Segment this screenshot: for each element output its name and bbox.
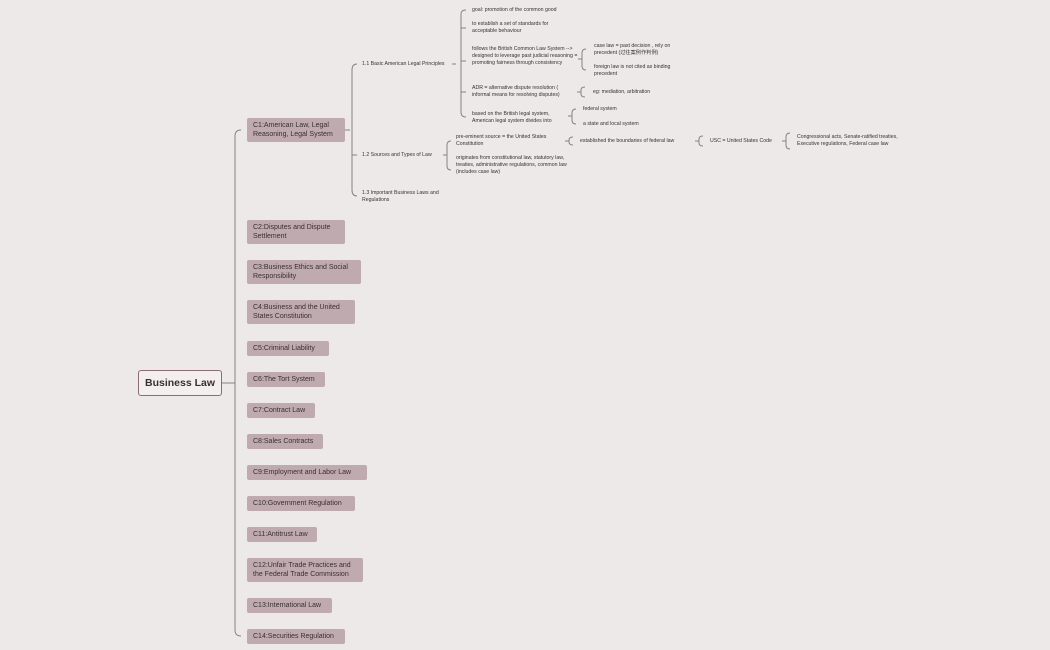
node-state[interactable]: a state and local system xyxy=(583,121,639,127)
subtopic-1-1[interactable]: 1.1 Basic American Legal Principles xyxy=(362,61,445,67)
node-federal[interactable]: federal system xyxy=(583,106,617,112)
node-usc-items[interactable]: Congressional acts, Senate-ratified trea… xyxy=(797,134,898,147)
chapter-c9[interactable]: C9:Employment and Labor Law xyxy=(247,465,367,480)
chapter-label: C12:Unfair Trade Practices and the Feder… xyxy=(253,561,351,579)
chapter-label: C13:International Law xyxy=(253,601,322,609)
node-common-law[interactable]: follows the British Common Law System --… xyxy=(472,46,578,66)
node-usc[interactable]: USC = United States Code xyxy=(710,138,772,144)
node-established[interactable]: established the boundaries of federal la… xyxy=(580,138,675,144)
chapter-c2[interactable]: C2:Disputes and Dispute Settlement xyxy=(247,220,345,244)
node-originates[interactable]: originates from constitutional law, stat… xyxy=(456,155,567,175)
chapter-label: C3:Business Ethics and Social Responsibi… xyxy=(253,263,348,281)
chapter-c10[interactable]: C10:Government Regulation xyxy=(247,496,355,511)
chapter-c4[interactable]: C4:Business and the United States Consti… xyxy=(247,300,355,324)
chapter-label: C11:Antitrust Law xyxy=(253,530,308,538)
chapter-label: C2:Disputes and Dispute Settlement xyxy=(253,223,331,241)
chapter-c7[interactable]: C7:Contract Law xyxy=(247,403,315,418)
chapter-label: C8:Sales Contracts xyxy=(253,437,314,445)
node-adr-eg[interactable]: eg: mediation, arbitration xyxy=(593,89,651,95)
node-goal[interactable]: goal: promotion of the common good xyxy=(472,7,557,13)
chapter-c1[interactable]: C1:American Law, Legal Reasoning, Legal … xyxy=(247,118,345,142)
node-foreign-law[interactable]: foreign law is not cited as binding prec… xyxy=(594,64,671,77)
node-case-law[interactable]: case law = past decision , rely on prece… xyxy=(594,43,671,56)
chapter-c8[interactable]: C8:Sales Contracts xyxy=(247,434,323,449)
chapter-c14[interactable]: C14:Securities Regulation xyxy=(247,629,345,644)
node-adr[interactable]: ADR = alternative dispute resolution ( i… xyxy=(472,85,560,98)
chapter-c12[interactable]: C12:Unfair Trade Practices and the Feder… xyxy=(247,558,363,582)
chapter-label: C5:Criminal Liability xyxy=(253,344,315,352)
chapter-label: C14:Securities Regulation xyxy=(253,632,334,640)
chapter-label: C9:Employment and Labor Law xyxy=(253,468,352,476)
subtopic-1-3[interactable]: 1.3 Important Business Laws and Regulati… xyxy=(362,190,439,203)
chapter-label: C6:The Tort System xyxy=(253,375,315,383)
subtopic-1-2[interactable]: 1.2 Sources and Types of Law xyxy=(362,152,432,158)
node-preeminent[interactable]: pre-eminent source = the United States C… xyxy=(456,134,547,147)
chapter-c5[interactable]: C5:Criminal Liability xyxy=(247,341,329,356)
root-topic[interactable]: Business Law xyxy=(138,370,222,396)
node-divides[interactable]: based on the British legal system, Ameri… xyxy=(472,111,552,124)
chapter-label: C7:Contract Law xyxy=(253,406,306,414)
chapter-label: C10:Government Regulation xyxy=(253,499,342,507)
node-standards[interactable]: to establish a set of standards for acce… xyxy=(472,21,549,34)
chapter-c6[interactable]: C6:The Tort System xyxy=(247,372,325,387)
chapter-c13[interactable]: C13:International Law xyxy=(247,598,332,613)
chapter-label: C4:Business and the United States Consti… xyxy=(253,303,340,321)
chapter-c3[interactable]: C3:Business Ethics and Social Responsibi… xyxy=(247,260,361,284)
chapter-label: C1:American Law, Legal Reasoning, Legal … xyxy=(253,121,333,139)
root-label: Business Law xyxy=(144,377,216,389)
chapter-c11[interactable]: C11:Antitrust Law xyxy=(247,527,317,542)
